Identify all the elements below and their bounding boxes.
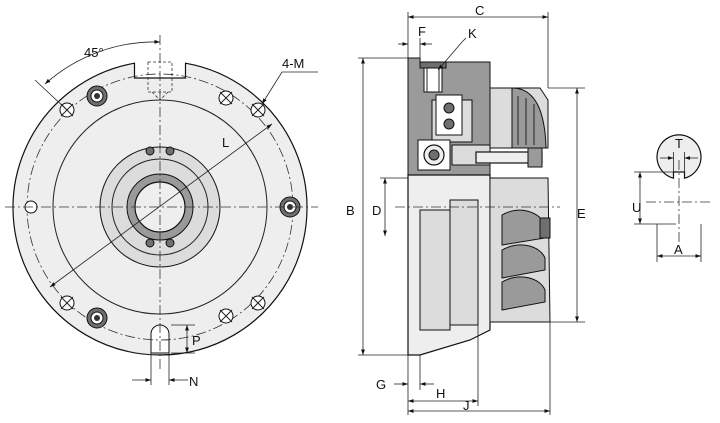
brake-pad [511, 87, 547, 149]
angle-arc [44, 39, 161, 85]
bolt [86, 85, 108, 107]
hub-hole-4 [165, 238, 175, 248]
hole-cross [250, 102, 266, 118]
label-A: A [674, 242, 683, 257]
label-C: C [475, 3, 484, 18]
bolt [86, 307, 108, 329]
hub-hole-3 [145, 238, 155, 248]
rotor-fins [501, 209, 546, 311]
label-E: E [577, 206, 586, 221]
hub-hole-1 [145, 146, 155, 156]
hub-hole-2 [165, 146, 175, 156]
flange-band-1 [419, 209, 451, 331]
side-view: C F K B D E G H J [346, 3, 586, 415]
side-bolt [539, 217, 551, 239]
label-T: T [675, 136, 683, 151]
bolts [86, 85, 301, 329]
label-P: P [192, 333, 201, 348]
hole-cross [218, 90, 234, 106]
keyway-view: T U A [632, 134, 712, 262]
hole-cross [218, 308, 234, 324]
front-view: L 45° 4-M P N [5, 35, 318, 389]
label-D: D [372, 203, 381, 218]
label-angle: 45° [84, 45, 104, 60]
label-K: K [468, 26, 477, 41]
bottom-slot [150, 324, 170, 354]
label-B: B [346, 203, 355, 218]
label-H: H [436, 386, 445, 401]
label-G: G [376, 377, 386, 392]
dim-L [49, 123, 273, 288]
keyway-shaft [656, 134, 702, 179]
label-J: J [463, 398, 470, 413]
hole-cross [59, 295, 75, 311]
label-holes: 4-M [282, 56, 304, 71]
label-F: F [418, 24, 426, 39]
label-N: N [189, 374, 198, 389]
flange-band-2 [449, 199, 479, 326]
hole-cross [250, 295, 266, 311]
label-L: L [222, 135, 229, 150]
label-U: U [632, 200, 641, 215]
